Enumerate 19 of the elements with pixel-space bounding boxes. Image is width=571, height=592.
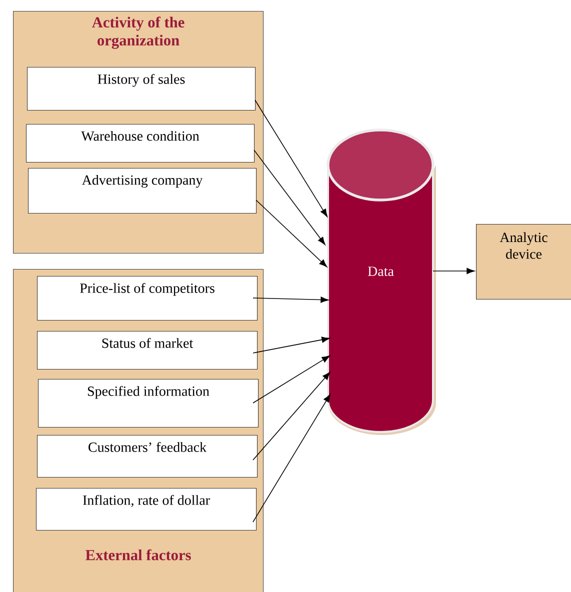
process-box: Price-list of competitors	[37, 276, 258, 321]
arrow	[252, 336, 330, 354]
arrow	[254, 150, 326, 246]
arrow	[254, 100, 328, 217]
arrow	[256, 200, 328, 268]
database-cylinder: Data	[326, 128, 436, 435]
arrow	[252, 356, 330, 404]
arrow	[252, 394, 330, 522]
process-box: Advertising company	[28, 168, 257, 214]
process-box: Customers’ feedback	[37, 435, 258, 478]
arrow	[432, 268, 475, 274]
process-box: History of sales	[27, 67, 256, 111]
process-box: Specified information	[38, 379, 259, 428]
process-box: Status of market	[37, 331, 258, 370]
process-box: Warehouse condition	[26, 124, 255, 163]
output-box: Analytic device	[476, 224, 571, 300]
process-box: Inflation, rate of dollar	[36, 488, 257, 531]
arrow	[252, 296, 329, 303]
arrow	[252, 372, 330, 460]
